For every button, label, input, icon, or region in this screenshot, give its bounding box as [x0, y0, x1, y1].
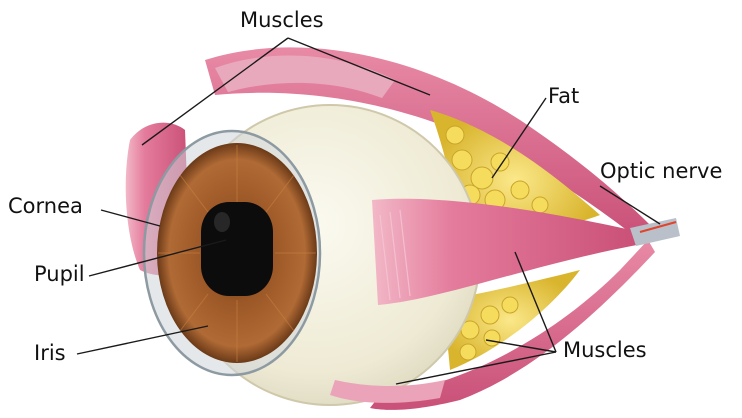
label-pupil: Pupil	[34, 264, 85, 285]
label-iris: Iris	[34, 343, 66, 364]
label-cornea: Cornea	[8, 196, 83, 217]
label-fat: Fat	[548, 86, 579, 107]
pupil	[201, 202, 273, 296]
label-optic-nerve: Optic nerve	[600, 161, 722, 182]
label-muscles-top: Muscles	[240, 10, 324, 31]
label-muscles-bottom: Muscles	[563, 340, 647, 361]
